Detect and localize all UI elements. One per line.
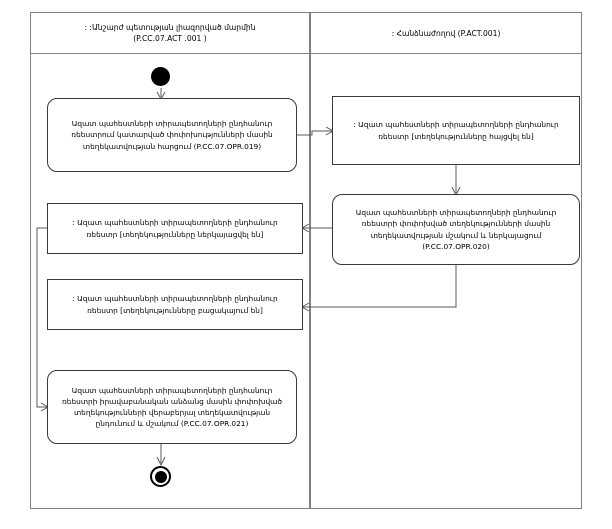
activity-node-a4[interactable]: Ազատ պահեստների տիրապետողների ընդհանուր … [47, 370, 297, 444]
state-node-a3-label: : Ազատ պահեստների տիրապետողների ընդհանու… [72, 294, 278, 315]
state-node-b1[interactable]: : Ազատ պահեստների տիրապետողների ընդհանու… [332, 96, 580, 165]
swimlane-left-title-line1: : :Անշարժ պետության լիազորված մարմին [84, 23, 256, 32]
activity-node-a4-label: Ազատ պահեստների տիրապետողների ընդհանուր … [62, 385, 282, 429]
activity-node-b2-label: Ազատ պահեստների տիրապետողների ընդհանուր … [355, 208, 557, 251]
swimlane-right-title: : Հանձնաժողով (P.ACT.001) [391, 28, 501, 38]
swimlane-left-title-line2: (P.CC.07.ACT .001 ) [133, 34, 207, 43]
activity-node-b2[interactable]: Ազատ պահեստների տիրապետողների ընդհանուր … [332, 194, 580, 265]
swimlane-header-right: : Հանձնաժողով (P.ACT.001) [310, 12, 582, 54]
final-node [150, 466, 171, 487]
activity-node-a1[interactable]: Ազատ պահեստների տիրապետողների ընդհանուր … [47, 98, 297, 172]
activity-node-a1-label: Ազատ պահեստների տիրապետողների ընդհանուր … [71, 119, 273, 151]
initial-node [151, 67, 170, 86]
state-node-b1-label: : Ազատ պահեստների տիրապետողների ընդհանու… [353, 120, 559, 141]
state-node-a2-label: : Ազատ պահեստների տիրապետողների ընդհանու… [72, 218, 278, 239]
state-node-a2[interactable]: : Ազատ պահեստների տիրապետողների ընդհանու… [47, 203, 303, 254]
swimlane-header-left: : :Անշարժ պետության լիազորված մարմին (P.… [30, 12, 310, 54]
state-node-a3[interactable]: : Ազատ պահեստների տիրապետողների ընդհանու… [47, 279, 303, 330]
swimlane-left-title: : :Անշարժ պետության լիազորված մարմին (P.… [84, 22, 255, 44]
